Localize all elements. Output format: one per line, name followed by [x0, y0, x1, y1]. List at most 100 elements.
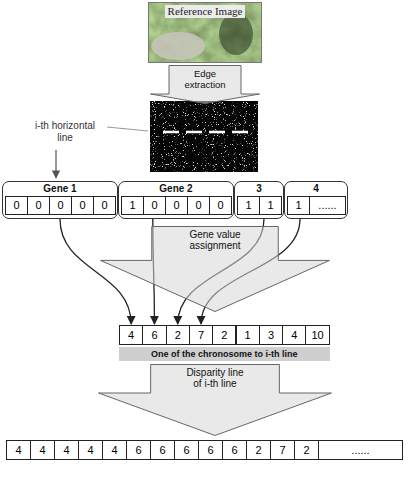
- scan-line: [163, 131, 250, 134]
- cell-value: 2: [255, 444, 261, 457]
- callout-label: i-th horizontal line: [26, 120, 104, 144]
- cell-value: 1: [129, 199, 135, 212]
- node-text: Gene 2: [159, 182, 192, 196]
- pointer-arrow: [55, 150, 56, 178]
- cell-value: 6: [159, 444, 165, 457]
- node-text: 3: [256, 182, 262, 196]
- table-cell: 4: [78, 440, 103, 460]
- edge-specks: [150, 101, 258, 172]
- node-text: 10: [311, 329, 323, 342]
- table-cell: 6: [150, 440, 175, 460]
- cell-value: 0: [101, 199, 107, 212]
- table-cell: 0: [93, 196, 116, 215]
- cell-value: 6: [207, 444, 213, 457]
- table-cell: 1: [259, 196, 282, 215]
- table-cell: 4: [54, 440, 79, 460]
- table-cell: 0: [5, 196, 28, 215]
- image-frame: Reference Image: [148, 2, 262, 63]
- node-text: One of the chronosome to i-th line: [151, 348, 298, 360]
- node-text: 4: [128, 329, 134, 342]
- cell-value: 1: [245, 199, 251, 212]
- caption-band: One of the chronosome to i-th line: [119, 347, 330, 361]
- cell-value: 1: [267, 199, 273, 212]
- node-text: 2: [221, 329, 227, 342]
- block-arrow: [99, 365, 332, 436]
- cell-value: 0: [173, 199, 179, 212]
- reference-photo: [148, 2, 262, 63]
- node-text: 4: [313, 182, 319, 196]
- table-cell: 6: [126, 440, 151, 460]
- table-cell: 6: [198, 440, 223, 460]
- cell-value: 4: [39, 444, 45, 457]
- cell-value: 0: [151, 199, 157, 212]
- node-text: 4: [291, 329, 297, 342]
- table-cell: ......: [309, 196, 346, 215]
- cell-value: 2: [303, 444, 309, 457]
- cell-value: 4: [87, 444, 93, 457]
- table-cell: 1: [121, 196, 144, 215]
- chromosome-cell: 2: [212, 325, 236, 345]
- table-cell: 0: [143, 196, 166, 215]
- process-arrow: Gene value assignment: [100, 226, 330, 312]
- cell-value: 6: [231, 444, 237, 457]
- photo-pale-shape: [151, 32, 205, 60]
- photo-ground: [148, 2, 262, 63]
- node-text: 7: [198, 329, 204, 342]
- cell-value: 0: [79, 199, 85, 212]
- table-cell: 2: [246, 440, 271, 460]
- table-cell: ......: [318, 440, 403, 460]
- node-text: Disparity line of i-th line: [180, 367, 250, 389]
- chromosome-cell: 3: [259, 325, 283, 345]
- node-text: Edge extraction: [176, 68, 234, 90]
- cell-value: ......: [318, 199, 336, 212]
- cell-value: 6: [135, 444, 141, 457]
- table-cell: 0: [27, 196, 50, 215]
- block-arrow: [101, 227, 330, 312]
- chromosome-cell: 2: [166, 325, 190, 345]
- chromosome-cell: 6: [142, 325, 166, 345]
- note-box: i-th horizontal line: [26, 120, 104, 148]
- table-cell: 7: [270, 440, 295, 460]
- cell-value: 0: [35, 199, 41, 212]
- cell-value: 0: [13, 199, 19, 212]
- edge-image-ground: [150, 101, 258, 172]
- cell-value: 4: [63, 444, 69, 457]
- connector-arrow: [60, 219, 131, 324]
- cell-value: 0: [217, 199, 223, 212]
- node-text: 3: [268, 329, 274, 342]
- photo-dark-shape: [219, 13, 253, 55]
- process-arrow: Edge extraction: [150, 65, 260, 104]
- node-text: 2: [175, 329, 181, 342]
- chromosome-cell: 4: [282, 325, 306, 345]
- table-cell: 6: [222, 440, 247, 460]
- table-cell: 1: [237, 196, 260, 215]
- node-text: Gene value assignment: [182, 229, 248, 251]
- table-cell: 1: [287, 196, 310, 215]
- table-cell: 0: [209, 196, 232, 215]
- table-cell: 0: [71, 196, 94, 215]
- photo-texture: [148, 2, 262, 63]
- cell-value: ......: [351, 444, 369, 457]
- process-arrow: Disparity line of i-th line: [98, 364, 332, 436]
- node-text: Reference Image: [165, 5, 246, 18]
- table-cell: 4: [6, 440, 31, 460]
- cell-value: 1: [295, 199, 301, 212]
- table-cell: 0: [165, 196, 188, 215]
- cell-value: 0: [57, 199, 63, 212]
- cell-value: 4: [111, 444, 117, 457]
- node-text: 1: [245, 329, 251, 342]
- table-cell: 4: [102, 440, 127, 460]
- chromosome-cell: 10: [305, 325, 329, 345]
- cell-value: 7: [279, 444, 285, 457]
- node-text: Gene 1: [43, 182, 76, 196]
- cell-value: 6: [183, 444, 189, 457]
- chromosome-cell: 4: [119, 325, 143, 345]
- table-cell: 0: [49, 196, 72, 215]
- table-cell: 0: [187, 196, 210, 215]
- leader-line: [107, 127, 148, 131]
- table-cell: 2: [294, 440, 319, 460]
- node-text: 6: [151, 329, 157, 342]
- chromosome-cell: 7: [189, 325, 213, 345]
- table-cell: 4: [30, 440, 55, 460]
